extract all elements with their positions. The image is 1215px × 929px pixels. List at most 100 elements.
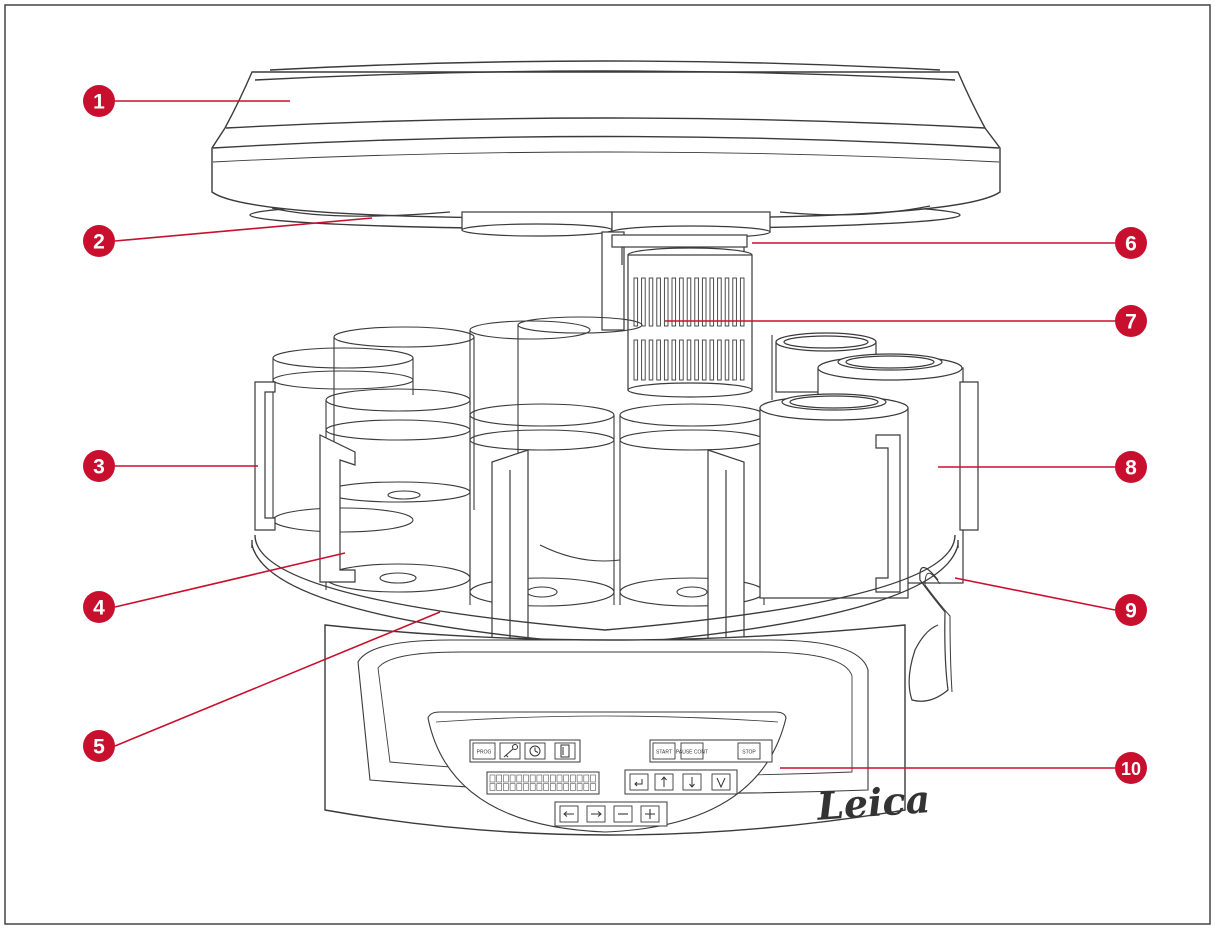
basket-slot — [648, 339, 654, 381]
svg-text:5: 5 — [93, 736, 105, 759]
callout-6: 6 — [1115, 227, 1147, 259]
callout-4: 4 — [83, 591, 115, 623]
arrow-down-icon — [689, 777, 695, 788]
lcd-cell — [576, 774, 583, 783]
callout-3: 3 — [83, 450, 115, 482]
svg-text:1: 1 — [93, 91, 105, 114]
lcd-cell — [583, 783, 590, 791]
svg-text:4: 4 — [93, 597, 105, 620]
basket-slot — [663, 339, 669, 381]
svg-text:2: 2 — [93, 231, 105, 254]
svg-text:PAUSE CONT: PAUSE CONT — [676, 750, 708, 756]
lcd-cell — [590, 774, 596, 783]
basket-slot — [641, 339, 646, 381]
clock-icon — [529, 745, 541, 757]
power-cable-2 — [924, 572, 953, 693]
basket-slot — [717, 339, 722, 381]
checkmark-button[interactable] — [711, 773, 731, 791]
plus-button[interactable] — [640, 805, 660, 823]
lcd-cell — [529, 783, 536, 791]
svg-text:10: 10 — [1121, 759, 1141, 779]
lcd-cell — [543, 774, 549, 783]
power-cable — [908, 566, 949, 702]
start-button[interactable]: START — [652, 742, 676, 760]
lcd-cell — [523, 774, 529, 783]
svg-text:3: 3 — [93, 456, 105, 479]
lcd-cell — [529, 774, 536, 783]
control-panel: PROG — [427, 711, 787, 833]
basket-slot — [701, 339, 707, 381]
stop-button[interactable]: STOP — [737, 742, 761, 760]
return-button[interactable] — [629, 773, 649, 791]
callout-5: 5 — [83, 730, 115, 762]
basket-slot — [633, 339, 639, 381]
arrow-left-icon — [563, 811, 574, 817]
key-icon — [503, 744, 518, 758]
basket-slot — [694, 277, 699, 327]
lcd-cell — [536, 783, 543, 791]
callout-9: 9 — [1115, 594, 1147, 626]
lcd-cell — [549, 783, 556, 791]
arrow-right-icon — [591, 811, 602, 817]
lcd-cell — [563, 783, 570, 791]
basket-slot — [633, 277, 639, 327]
arrow-left-button[interactable] — [559, 805, 579, 823]
basket-slot — [671, 277, 677, 327]
door-button[interactable] — [554, 742, 576, 760]
basket-slot — [717, 277, 722, 327]
basket-slot — [648, 277, 654, 327]
lcd-cell — [543, 783, 549, 791]
lcd-cell — [570, 783, 576, 791]
lcd-cell — [570, 774, 576, 783]
callout-8: 8 — [1115, 451, 1147, 483]
lcd-cell — [509, 774, 516, 783]
clock-button[interactable] — [524, 742, 546, 760]
lcd-cell — [556, 774, 563, 783]
arrow-up-button[interactable] — [654, 773, 674, 791]
arrow-up-icon — [661, 776, 667, 787]
lcd-cell — [590, 783, 596, 791]
callout-7: 7 — [1115, 305, 1147, 337]
svg-text:8: 8 — [1125, 457, 1137, 480]
lcd-cell — [536, 774, 543, 783]
basket-slot — [663, 277, 669, 327]
pause-cont-button[interactable]: PAUSE CONT — [676, 742, 708, 760]
heated-containers — [759, 332, 979, 599]
callout-2: 2 — [83, 225, 115, 257]
lcd-cells — [489, 774, 596, 791]
lid — [211, 60, 1001, 230]
plus-icon — [645, 809, 655, 819]
basket-slot — [739, 277, 745, 327]
callout-1: 1 — [83, 85, 115, 117]
basket-slot — [641, 277, 646, 327]
lcd-display — [486, 771, 600, 795]
basket-slot — [732, 339, 737, 381]
key-button[interactable] — [499, 742, 521, 760]
minus-button[interactable] — [613, 805, 633, 823]
checkmark-icon — [716, 777, 726, 789]
svg-text:7: 7 — [1125, 311, 1137, 334]
brand-logo: Leica — [815, 776, 932, 829]
basket-slot — [709, 339, 715, 381]
lcd-cell — [509, 783, 516, 791]
door-icon — [560, 744, 570, 758]
basket-slots — [633, 277, 745, 381]
svg-text:PROG: PROG — [477, 750, 492, 756]
basket-slot — [724, 339, 730, 381]
arrow-right-button[interactable] — [586, 805, 606, 823]
basket-slot — [656, 339, 661, 381]
arrow-down-button[interactable] — [682, 773, 702, 791]
lcd-cell — [549, 774, 556, 783]
lcd-cell — [583, 774, 590, 783]
basket-slot — [694, 339, 699, 381]
svg-text:9: 9 — [1125, 600, 1137, 623]
basket-slot — [671, 339, 677, 381]
lcd-cell — [503, 774, 509, 783]
specimen-basket — [627, 247, 753, 398]
lcd-cell — [489, 774, 496, 783]
prog-button[interactable]: PROG — [472, 742, 496, 760]
lcd-cell — [516, 774, 523, 783]
lcd-cell — [556, 783, 563, 791]
basket-slot — [739, 339, 745, 381]
